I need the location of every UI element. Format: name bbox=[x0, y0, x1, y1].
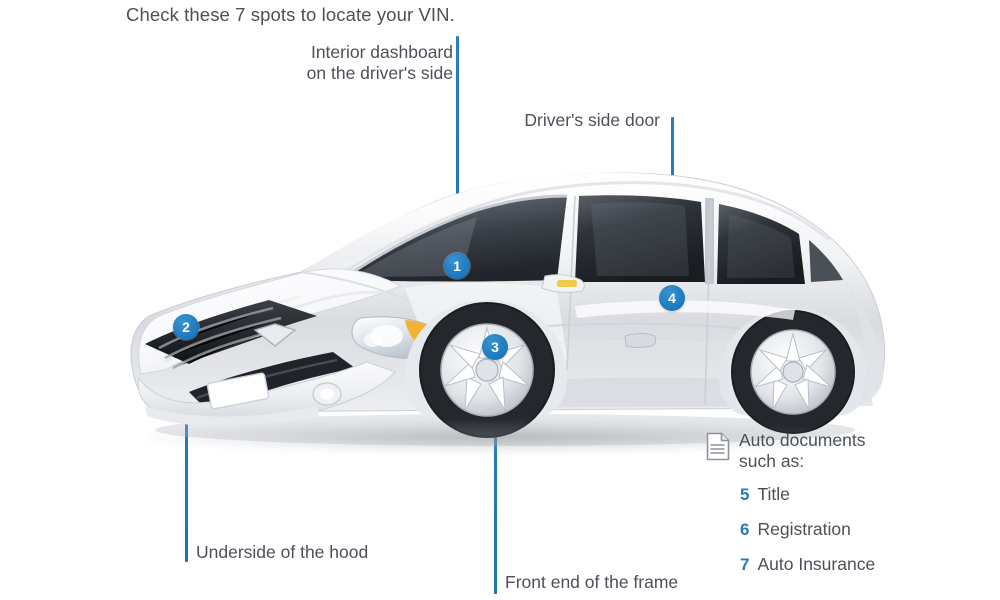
marker-1[interactable]: 1 bbox=[444, 253, 470, 279]
list-item-number: 7 bbox=[740, 555, 750, 574]
list-item-number: 5 bbox=[740, 485, 750, 504]
document-icon bbox=[706, 432, 730, 466]
leader-line-2 bbox=[185, 340, 188, 562]
auto-documents-block: Auto documents such as: 5 Title 6 Regist… bbox=[706, 430, 966, 589]
callout-label-3: Front end of the frame bbox=[505, 572, 679, 592]
list-item[interactable]: 5 Title bbox=[740, 484, 966, 505]
car-shadow bbox=[145, 420, 865, 454]
list-item-label: Title bbox=[757, 484, 790, 504]
list-item[interactable]: 6 Registration bbox=[740, 519, 966, 540]
list-item[interactable]: 7 Auto Insurance bbox=[740, 554, 966, 575]
leader-line-1 bbox=[456, 36, 459, 258]
marker-2[interactable]: 2 bbox=[173, 314, 199, 340]
auto-documents-header: Auto documents such as: bbox=[706, 430, 966, 472]
leader-line-3 bbox=[494, 360, 497, 594]
marker-4[interactable]: 4 bbox=[659, 285, 685, 311]
auto-documents-title: Auto documents such as: bbox=[739, 430, 866, 471]
car-illustration bbox=[105, 130, 895, 475]
callout-label-4: Driver's side door bbox=[524, 110, 660, 130]
list-item-label: Registration bbox=[757, 519, 851, 539]
page-title: Check these 7 spots to locate your VIN. bbox=[126, 4, 455, 25]
marker-3[interactable]: 3 bbox=[482, 334, 508, 360]
list-item-number: 6 bbox=[740, 520, 750, 539]
callout-label-2: Underside of the hood bbox=[196, 542, 369, 562]
list-item-label: Auto Insurance bbox=[757, 554, 876, 574]
auto-documents-list: 5 Title 6 Registration 7 Auto Insurance bbox=[706, 484, 966, 575]
callout-label-1: Interior dashboard on the driver's side bbox=[306, 42, 453, 83]
car-svg bbox=[130, 172, 885, 446]
